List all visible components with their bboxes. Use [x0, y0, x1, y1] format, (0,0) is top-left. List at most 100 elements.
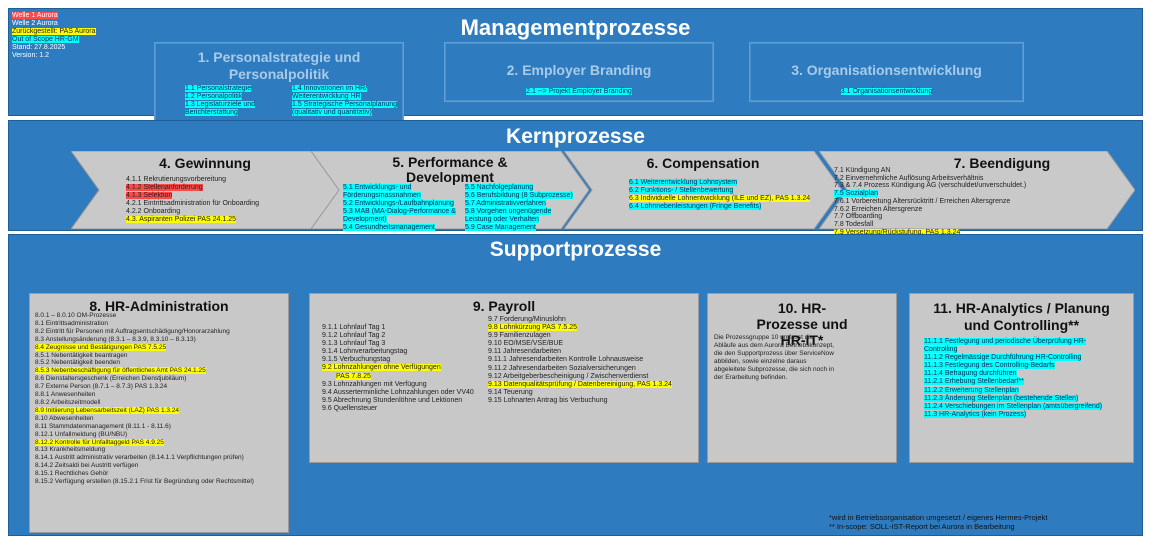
mgmt-box-title: 3. Organisationsentwicklung — [791, 62, 982, 78]
support-band: Supportprozesse 8. HR-Administration 8.0… — [8, 234, 1143, 536]
payroll-item: 9.5 Abrechnung Stundenlöhne und Lektione… — [322, 396, 463, 404]
payroll-item: 9.7 Forderung/Minuslohn — [488, 316, 566, 323]
mgmt-box-employer-branding[interactable]: 2. Employer Branding 2.1 --> Projekt Emp… — [444, 42, 714, 102]
payroll-item: 9.10 EO/MSE/VSE/BUE — [488, 340, 564, 348]
analytics-item: Controlling — [924, 346, 958, 354]
hr-admin-item: 8.0.1 – 8.0.10 OM-Prozesse — [35, 312, 117, 319]
payroll-item: 9.12 Arbeitgeberbescheinigung / Zwischen… — [488, 372, 649, 380]
hr-admin-list: 8.0.1 – 8.0.10 OM-Prozesse 8.1 Eintritts… — [35, 312, 254, 486]
chevron-title: 5. Performance & Development — [392, 154, 508, 185]
core-item: 4.1.1 Rekrutierungsvorbereitung — [126, 176, 227, 183]
hr-admin-item: 8.15.2 Verfügung erstellen (8.15.2.1 Fri… — [35, 478, 254, 486]
support-title: Supportprozesse — [489, 238, 662, 261]
analytics-item: 11.1.4 Befragung durchführen — [924, 370, 1017, 378]
payroll-item: 9.1.2 Lohnlauf Tag 2 — [322, 332, 386, 340]
core-item: 4.2.2 Onboarding — [126, 208, 181, 215]
mgmt-box-items: 3.1 Organisationsentwicklung — [750, 88, 1023, 96]
core-item: 7.3 & 7.4 Prozess Kündigung AG (verschul… — [834, 182, 1027, 190]
footnote: *wird in Betriebsorganisation umgesetzt … — [829, 513, 1048, 522]
chevron-title: 4. Gewinnung — [159, 155, 251, 171]
hr-admin-item: 8.5.1 Nebentätigkeit beantragen — [35, 351, 128, 359]
hr-admin-item: 8.14.1 Austritt administrativ verarbeite… — [35, 454, 244, 462]
chevron-shape — [819, 151, 1135, 229]
management-band: Managementprozesse Welle 1 Aurora Welle … — [8, 8, 1143, 124]
core-title: Kernprozesse — [506, 125, 645, 148]
payroll-item: 9.13 Datenqualitätsprüfung / Datenberein… — [488, 380, 672, 388]
hr-it-text: Die Prozessgruppe 10 umfasst die Abläufe… — [714, 334, 834, 381]
payroll-item: 9.14 Teuerung — [488, 388, 533, 396]
chevron-items-right: 5.5 Nachfolgeplanung 5.6 Berufsbildung (… — [465, 184, 573, 232]
core-item: 7.8 Todesfall — [834, 220, 874, 228]
core-item: 7.5 Sozialplan — [834, 190, 878, 198]
mgmt-item: 1.5 Strategische Personalplanung — [292, 101, 398, 108]
payroll-item: 9.4 Ausserterminliche Lohnzahlungen oder… — [322, 388, 474, 396]
core-item: 5.9 Case Management — [465, 224, 536, 231]
hr-admin-item: 8.7 Externe Person (8.7.1 – 8.7.3) PAS 1… — [35, 383, 168, 391]
legend: Welle 1 Aurora Welle 2 Aurora Zurückgest… — [12, 12, 96, 60]
payroll-list-left: 9.1.1 Lohnlauf Tag 1 9.1.2 Lohnlauf Tag … — [322, 324, 474, 413]
mgmt-item: Weiterentwicklung HR — [292, 93, 361, 100]
payroll-item: 9.8 Lohnkürzung PAS 7.5.25 — [488, 324, 577, 332]
hr-admin-item: 8.11 Stammdatenmanagement (8.11.1 - 8.11… — [35, 422, 171, 430]
hr-admin-item: 8.12.1 Unfallmeldung (BU/NBU) — [35, 430, 128, 438]
hr-admin-item: 8.8.2 Arbeitszeitmodell — [35, 398, 101, 406]
card-hr-it[interactable]: 10. HR-Prozesse und HR-IT* Die Prozessgr… — [707, 293, 897, 463]
mgmt-box-left-items: 1.1 Personalstrategie 1.2 Personalpoliti… — [185, 85, 256, 117]
chevron-title: 6. Compensation — [646, 155, 760, 171]
payroll-item: PAS 7.8.25 — [336, 372, 371, 380]
chevron-compensation[interactable]: 6. Compensation 6.1 Weiterentwicklung Lo… — [564, 151, 842, 229]
core-item: Förderungsmassnahmen — [343, 192, 421, 199]
hr-admin-item: 8.9 Initiierung Lebensarbeitszeit (LAZ) … — [35, 406, 180, 414]
core-item: 7.6.1 Vorbereitung Altersrücktritt / Err… — [834, 197, 1011, 205]
hr-admin-item: 8.12.2 Kontrolle für Unfalltaggeld PAS 4… — [35, 438, 164, 446]
card-hr-administration[interactable]: 8. HR-Administration 8.0.1 – 8.0.10 OM-P… — [29, 293, 289, 533]
mgmt-box-organisationsentwicklung[interactable]: 3. Organisationsentwicklung 3.1 Organisa… — [749, 42, 1024, 102]
card-payroll[interactable]: 9. Payroll 9.1.1 Lohnlauf Tag 1 9.1.2 Lo… — [309, 293, 699, 463]
core-item: 5.6 Berufsbildung (8 Subprozesse) — [465, 192, 573, 199]
payroll-item: 9.9 Familienzulagen — [488, 332, 551, 340]
mgmt-item: 1.2 Personalpolitik — [185, 93, 243, 100]
analytics-list: 11.1.1 Festlegung und periodische Überpr… — [924, 338, 1103, 419]
mgmt-box-right-items: 1.4 Innovationen im HR/ Weiterentwicklun… — [292, 85, 398, 117]
core-item: 5.8 Vorgehen ungenügende — [465, 208, 552, 215]
legend-item: Zurückgestellt: PAS Aurora — [12, 28, 96, 36]
payroll-item: 9.2 Lohnzahlungen ohne Verfügungen — [322, 364, 441, 372]
hr-admin-item: 8.5.2 Nebentätigkeit beenden — [35, 359, 120, 367]
core-item: 4.1.2 Stellenanforderung — [126, 184, 203, 191]
hr-admin-item: 8.8.1 Anwesenheiten — [35, 391, 96, 399]
footnote: ** In-scope: SOLL-IST-Report bei Aurora … — [829, 522, 1015, 531]
card-hr-analytics[interactable]: 11. HR-Analytics / Planung und Controlli… — [909, 293, 1134, 463]
analytics-item: 11.3 HR-Analytics (kein Prozess) — [924, 410, 1027, 418]
core-item: 7.9 Versetzung/Rückstufung, PAS 1.3.24 — [834, 228, 961, 236]
analytics-item: 11.2.1 Erhebung Stellenbedarf** — [924, 378, 1024, 386]
mgmt-item: Berichterstattung — [185, 109, 238, 116]
hr-admin-item: 8.14.2 Zeitsaldi bei Austritt verfügen — [35, 462, 139, 470]
core-item: 7.2 Einvernehmliche Auflösung Arbeitsver… — [834, 174, 984, 182]
mgmt-item: 3.1 Organisationsentwicklung — [840, 88, 933, 95]
core-band: Kernprozesse 4. Gewinnung 4.1.1 Rekrutie… — [8, 120, 1143, 236]
chevron-beendigung[interactable]: 7. Beendigung 7.1 Kündigung AN 7.2 Einve… — [819, 151, 1135, 236]
core-item: 5.3 MAB (MA-Dialog-Performance & — [343, 208, 456, 215]
legend-text: Zurückgestellt: PAS Aurora — [12, 28, 96, 35]
payroll-item: 9.3 Lohnzahlungen mit Verfügung — [322, 380, 427, 388]
card-title: 8. HR-Administration — [89, 298, 229, 314]
core-item: 4.1.3 Selektion — [126, 192, 173, 199]
chevron-gewinnung[interactable]: 4. Gewinnung 4.1.1 Rekrutierungsvorberei… — [71, 151, 339, 229]
hr-admin-item: 8.1 Eintrittsadministration — [35, 319, 108, 327]
hr-admin-item: 8.2 Eintritt für Personen mit Auftragsen… — [35, 327, 230, 335]
mgmt-box-personalstrategie[interactable]: 1. Personalstrategie und Personalpolitik… — [154, 42, 404, 124]
core-item: 4.3. Aspiranten Polizei PAS 24.1.25 — [126, 216, 236, 223]
analytics-item: 11.1.1 Festlegung und periodische Überpr… — [924, 338, 1087, 345]
legend-item: Out of Scope HR-GM — [12, 36, 96, 44]
legend-item: Version: 1.2 — [12, 52, 96, 60]
chevron-items-left: 5.1 Entwicklungs- und Förderungsmassnahm… — [343, 184, 456, 232]
legend-item: Stand: 27.8.2025 — [12, 44, 96, 52]
chevron-performance[interactable]: 5. Performance & Development 5.1 Entwick… — [311, 151, 589, 232]
payroll-list-right: 9.7 Forderung/Minuslohn 9.8 Lohnkürzung … — [488, 316, 672, 405]
legend-text: Stand: 27.8.2025 — [12, 44, 66, 51]
payroll-item: 9.1.4 Lohnverarbeitungstag — [322, 348, 408, 356]
analytics-item: 11.2.3 Änderung Stellenplan (bestehende … — [924, 394, 1079, 402]
chevron-items: 4.1.1 Rekrutierungsvorbereitung 4.1.2 St… — [126, 176, 259, 224]
mgmt-item: 1.1 Personalstrategie — [185, 85, 252, 92]
card-title: 9. Payroll — [472, 298, 536, 314]
